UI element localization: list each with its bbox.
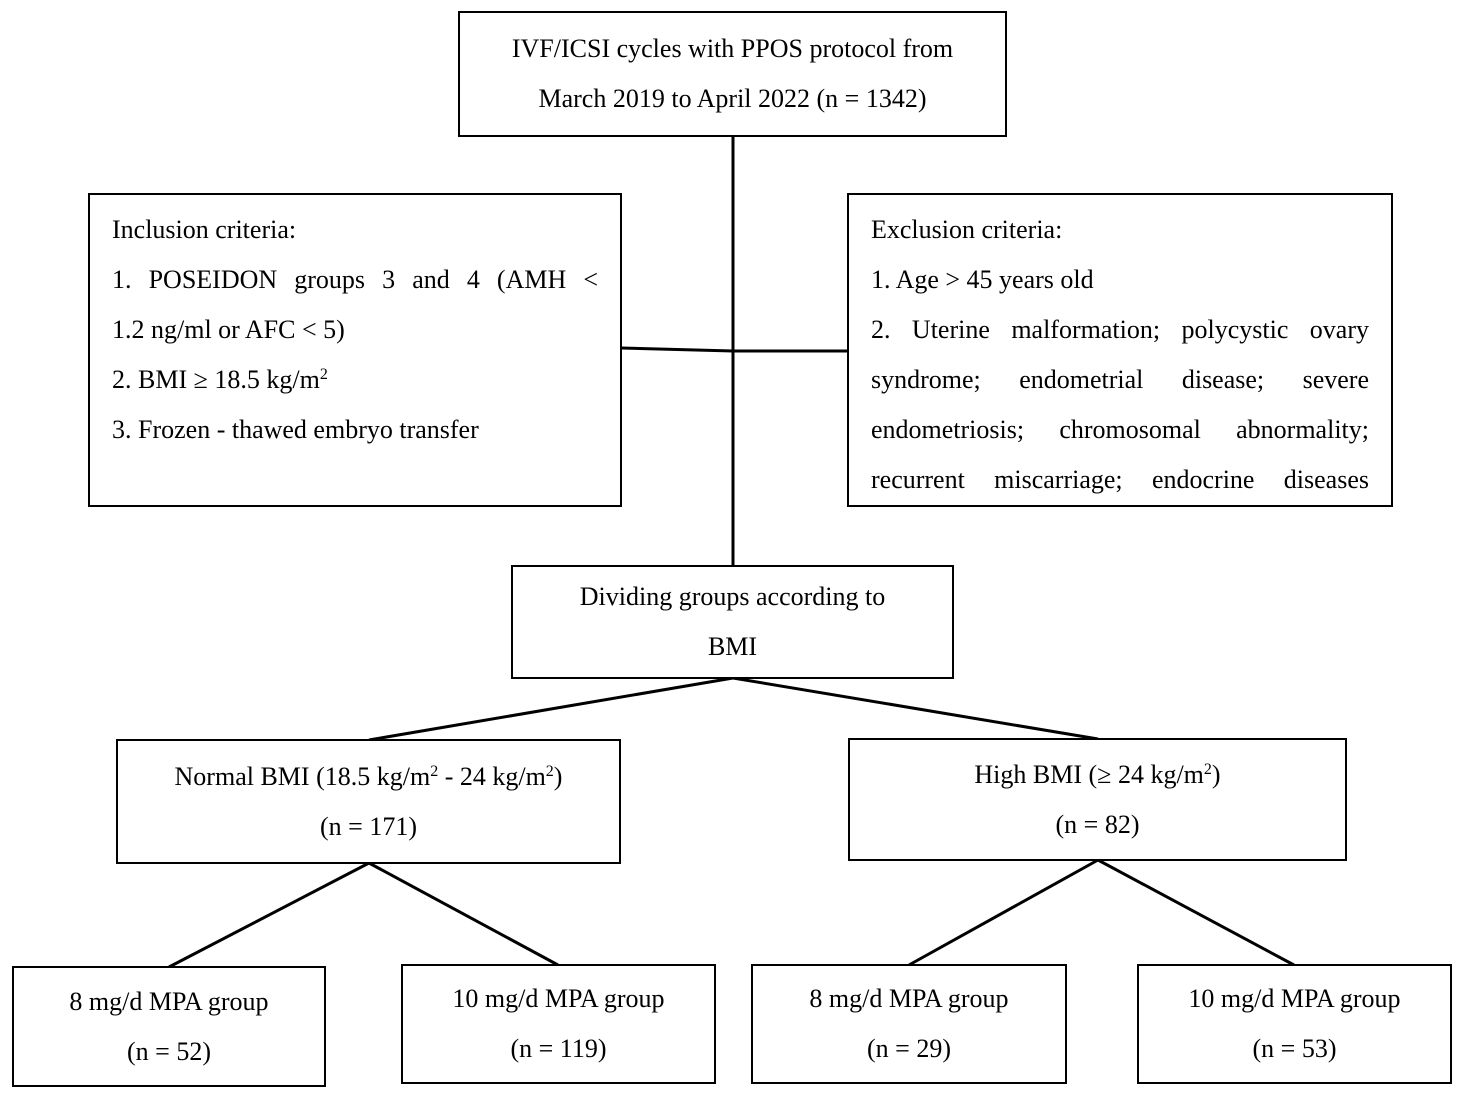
leaf-label: 8 mg/d MPA group [809, 984, 1009, 1013]
high-bmi-sup1: 2 [1203, 760, 1212, 778]
connector-divide-to-high [732, 676, 1099, 741]
connector-inclusion-to-spine [620, 346, 734, 353]
dividing-groups-box: Dividing groups according to BMI [511, 565, 954, 679]
inclusion-title: Inclusion criteria: [112, 215, 297, 244]
connector-high-to-leaf4 [1097, 858, 1295, 967]
inclusion-item-3: 3. Frozen - thawed embryo transfer [112, 415, 479, 444]
leaf-count: (n = 119) [510, 1034, 607, 1063]
leaf-count: (n = 53) [1252, 1034, 1337, 1063]
normal-bmi-sup1: 2 [430, 762, 439, 780]
leaf-normal-8mg-box: 8 mg/d MPA group (n = 52) [12, 966, 326, 1087]
exclusion-item-2a: 2. Uterine malformation; polycystic ovar… [871, 315, 1369, 344]
exclusion-item-2b: syndrome; endometrial disease; severe [871, 365, 1369, 394]
source-cycles-box: IVF/ICSI cycles with PPOS protocol from … [458, 11, 1007, 137]
leaf-label: 10 mg/d MPA group [1188, 984, 1401, 1013]
exclusion-criteria-box: Exclusion criteria: 1. Age > 45 years ol… [847, 193, 1393, 507]
source-cycles-line1: IVF/ICSI cycles with PPOS protocol from [511, 34, 954, 63]
source-cycles-line2: March 2019 to April 2022 (n = 1342) [538, 84, 927, 113]
leaf-count: (n = 29) [867, 1034, 951, 1063]
connector-high-to-leaf3 [908, 858, 1099, 967]
inclusion-item-2-text: 2. BMI ≥ 18.5 kg/m [112, 365, 320, 394]
connector-normal-to-leaf2 [368, 861, 559, 967]
leaf-count: (n = 52) [127, 1036, 211, 1066]
high-bmi-count: (n = 82) [1055, 809, 1140, 839]
high-bmi-label-a: High BMI (≥ 24 kg/m [974, 759, 1204, 789]
high-bmi-label: High BMI (≥ 24 kg/m2) [974, 750, 1220, 800]
normal-bmi-label-a: Normal BMI (18.5 kg/m [174, 761, 431, 791]
exclusion-item-2d: recurrent miscarriage; endocrine disease… [871, 465, 1369, 494]
dividing-groups-line2: BMI [707, 632, 758, 661]
high-bmi-label-c: ) [1211, 759, 1221, 789]
normal-bmi-label-b: - 24 kg/m [438, 761, 546, 791]
inclusion-item-2-sup: 2 [319, 366, 328, 383]
connector-divide-to-normal [368, 676, 734, 742]
exclusion-title: Exclusion criteria: [871, 215, 1063, 244]
leaf-normal-10mg-box: 10 mg/d MPA group (n = 119) [401, 964, 716, 1084]
exclusion-item-2c: endometriosis; chromosomal abnormality; [871, 415, 1369, 444]
inclusion-criteria-box: Inclusion criteria: 1. POSEIDON groups 3… [88, 193, 622, 507]
high-bmi-box: High BMI (≥ 24 kg/m2) (n = 82) [848, 738, 1347, 861]
leaf-label: 8 mg/d MPA group [69, 986, 269, 1016]
leaf-label: 10 mg/d MPA group [452, 984, 665, 1013]
exclusion-item-1: 1. Age > 45 years old [871, 265, 1094, 294]
normal-bmi-label-c: ) [553, 761, 563, 791]
connector-normal-to-leaf1 [168, 861, 370, 969]
inclusion-item-2: 2. BMI ≥ 18.5 kg/m2 [112, 355, 598, 405]
dividing-groups-line1: Dividing groups according to [579, 582, 886, 611]
leaf-high-10mg-box: 10 mg/d MPA group (n = 53) [1137, 964, 1452, 1084]
normal-bmi-sup2: 2 [545, 762, 554, 780]
normal-bmi-box: Normal BMI (18.5 kg/m2 - 24 kg/m2) (n = … [116, 739, 621, 864]
leaf-high-8mg-box: 8 mg/d MPA group (n = 29) [751, 964, 1067, 1084]
inclusion-item-1b: 1.2 ng/ml or AFC < 5) [112, 315, 345, 344]
inclusion-item-1a: 1. POSEIDON groups 3 and 4 (AMH < [112, 265, 598, 294]
normal-bmi-count: (n = 171) [320, 811, 417, 841]
normal-bmi-label: Normal BMI (18.5 kg/m2 - 24 kg/m2) [175, 752, 563, 802]
